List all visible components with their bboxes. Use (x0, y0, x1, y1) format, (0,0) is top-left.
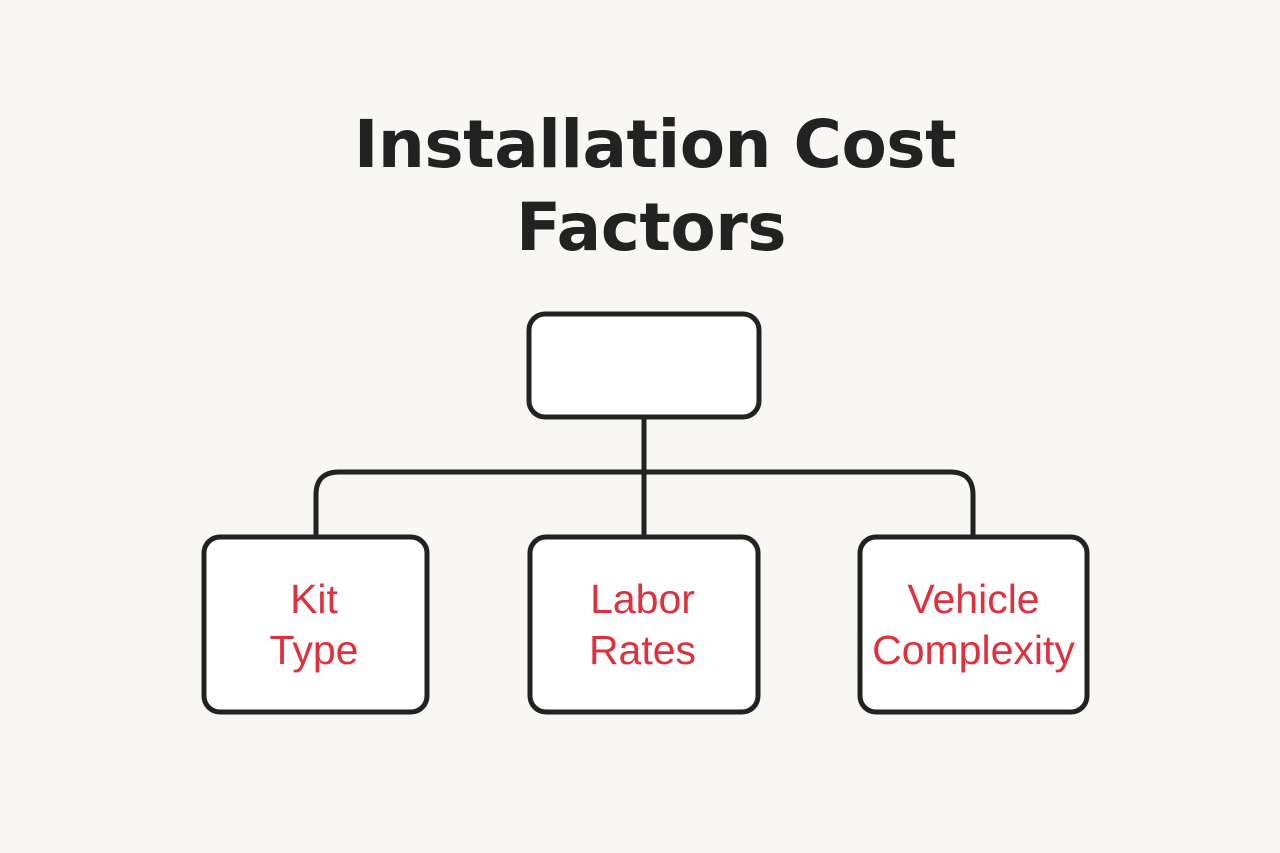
diagram-title-line-1: Installation Cost (353, 106, 957, 183)
child-node-label-labor-rates: Labor Rates (530, 537, 758, 712)
child-node-label-line-2: Rates (588, 626, 697, 673)
child-node-label-vehicle-complexity: Vehicle Complexity (860, 537, 1087, 712)
child-node-label-kit-type: Kit Type (204, 537, 427, 712)
root-node-label (529, 314, 759, 417)
connector-horizontal-bus (313, 469, 976, 537)
child-node-label-line-2: Complexity (872, 626, 1075, 673)
child-node-box-kit-type (201, 534, 430, 715)
diagram-title-line-2: Factors (515, 189, 787, 266)
child-node-label-line-1: Labor (590, 575, 695, 622)
child-node-label-line-1: Kit (290, 575, 338, 622)
child-node-box-labor-rates (527, 534, 761, 715)
child-node-box-vehicle-complexity (857, 534, 1090, 715)
child-node-label-line-2: Type (269, 626, 359, 673)
root-node-box (526, 311, 762, 420)
child-node-label-line-1: Vehicle (907, 575, 1040, 622)
